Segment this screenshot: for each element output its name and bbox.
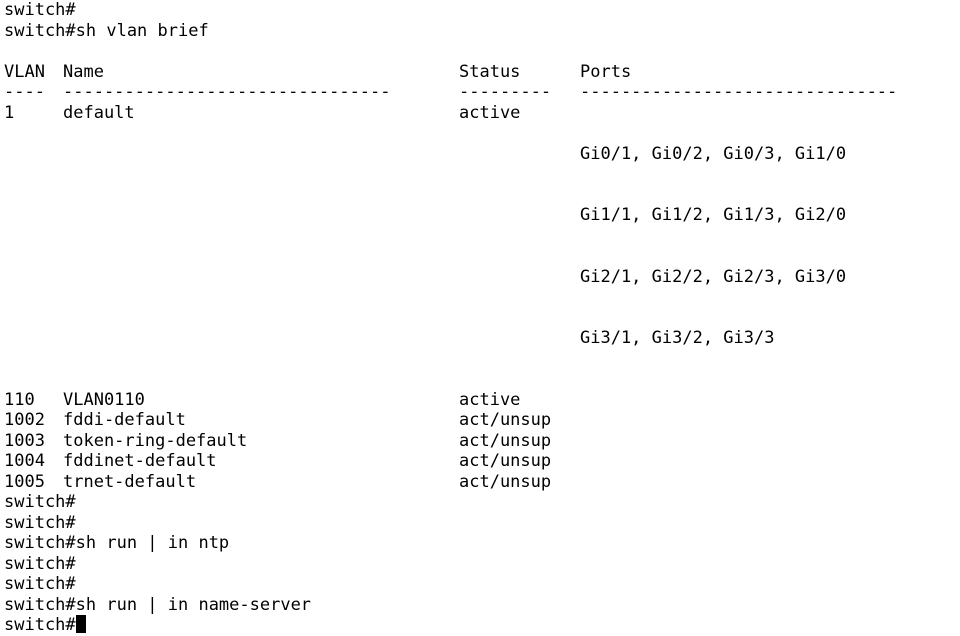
separator-ports: -------------------------------	[580, 82, 898, 102]
vlan-name: trnet-default	[63, 471, 197, 492]
port-list-line: Gi0/1, Gi0/2, Gi0/3, Gi1/0	[580, 143, 847, 164]
vlan-name: fddinet-default	[63, 451, 217, 471]
vlan-id: 1005	[4, 471, 45, 492]
vlan-status: active	[459, 389, 521, 410]
vlan-row: 1002 fddi-default act/unsup	[4, 410, 960, 431]
terminal-line: switch#sh vlan brief	[4, 20, 209, 41]
separator-name: --------------------------------	[63, 82, 391, 102]
vlan-table-header: VLAN Name Status Ports	[4, 62, 960, 83]
vlan-id: 1004	[4, 451, 45, 471]
vlan-id: 1003	[4, 430, 45, 451]
vlan-id: 110	[4, 389, 35, 410]
header-status: Status	[459, 61, 521, 82]
vlan-status: act/unsup	[459, 471, 552, 492]
vlan-status: act/unsup	[459, 430, 552, 451]
vlan-name: default	[63, 102, 135, 123]
port-list-line: Gi3/1, Gi3/2, Gi3/3	[580, 328, 775, 348]
vlan-table-separator: ---- -------------------------------- --…	[4, 82, 960, 103]
vlan-name: VLAN0110	[63, 389, 145, 410]
vlan-name: fddi-default	[63, 410, 186, 430]
vlan-id: 1	[4, 102, 15, 123]
terminal-line: switch#	[4, 512, 76, 533]
terminal-line: switch#sh run | in ntp	[4, 533, 230, 553]
vlan-row: 110 VLAN0110 active	[4, 390, 960, 411]
vlan-ports: Gi0/1, Gi0/2, Gi0/3, Gi1/0 Gi1/1, Gi1/2,…	[580, 103, 960, 390]
vlan-name: token-ring-default	[63, 430, 248, 451]
vlan-status: act/unsup	[459, 410, 552, 430]
separator-status: ---------	[459, 82, 552, 102]
command-prompt-line[interactable]: switch#	[4, 615, 960, 636]
terminal-line: switch#	[4, 553, 76, 574]
text-cursor	[75, 615, 86, 633]
terminal-line: switch#	[4, 574, 76, 594]
vlan-status: active	[459, 102, 521, 123]
header-vlan: VLAN	[4, 61, 45, 82]
separator-vlan: ----	[4, 82, 45, 102]
port-list-line: Gi2/1, Gi2/2, Gi2/3, Gi3/0	[580, 266, 847, 287]
terminal-line: switch#	[4, 492, 76, 512]
vlan-row: 1003 token-ring-default act/unsup	[4, 431, 960, 452]
header-name: Name	[63, 61, 104, 82]
header-ports: Ports	[580, 61, 632, 82]
command-prompt: switch#	[4, 615, 76, 635]
vlan-row: 1005 trnet-default act/unsup	[4, 472, 960, 493]
vlan-status: act/unsup	[459, 451, 552, 471]
terminal-line: switch#	[4, 0, 76, 20]
vlan-row: 1 default active Gi0/1, Gi0/2, Gi0/3, Gi…	[4, 103, 960, 390]
blank-line	[4, 41, 960, 62]
port-list-line: Gi1/1, Gi1/2, Gi1/3, Gi2/0	[580, 205, 847, 225]
vlan-row: 1004 fddinet-default act/unsup	[4, 451, 960, 472]
vlan-id: 1002	[4, 410, 45, 430]
terminal-line: switch#sh run | in name-server	[4, 594, 312, 615]
